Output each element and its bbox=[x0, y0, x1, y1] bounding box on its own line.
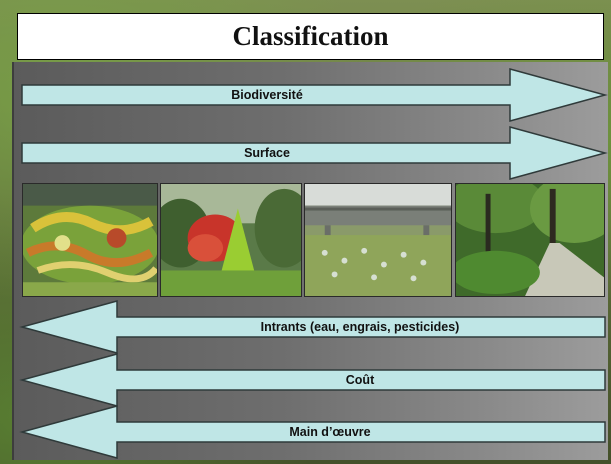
arrow-label-main-doeuvre: Main d’œuvre bbox=[289, 425, 371, 439]
meadow-bridge-photo bbox=[304, 183, 452, 297]
title-box: Classification bbox=[17, 13, 604, 60]
flower-bed-mosaic-photo bbox=[22, 183, 158, 297]
slide-title: Classification bbox=[232, 21, 389, 51]
forest-path-photo bbox=[455, 183, 605, 297]
arrow-label-surface: Surface bbox=[244, 146, 290, 160]
garden-shrubs-photo bbox=[160, 183, 302, 297]
arrow-label-intrants: Intrants (eau, engrais, pesticides) bbox=[260, 320, 460, 334]
arrow-left-main-doeuvre bbox=[19, 405, 606, 459]
arrow-left-intrants bbox=[19, 300, 606, 354]
arrow-right-surface bbox=[21, 126, 608, 180]
arrow-label-cout: Coût bbox=[345, 373, 375, 387]
arrow-label-biodiversite: Biodiversité bbox=[231, 88, 303, 102]
arrow-left-cout bbox=[19, 353, 606, 407]
arrow-right-biodiversite bbox=[21, 68, 608, 122]
